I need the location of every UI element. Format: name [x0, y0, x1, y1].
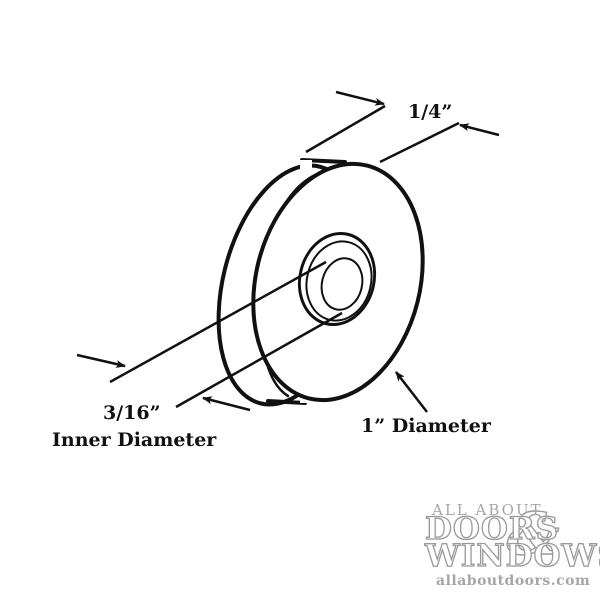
- svg-text:DOORS: DOORS: [425, 511, 559, 547]
- outer-diameter-label: 1” Diameter: [361, 415, 492, 437]
- svg-text:allaboutdoors.com: allaboutdoors.com: [436, 573, 590, 589]
- width-extension-line-right: [379, 121, 460, 164]
- roller-hub-outer: [297, 231, 377, 327]
- inner-diameter-caption: Inner Diameter: [52, 429, 217, 451]
- width-extension-line-left: [305, 104, 386, 154]
- inner-extension-line-upper: [109, 260, 327, 384]
- roller-bottom-edge: [266, 399, 307, 405]
- width-arrow-right: [459, 123, 500, 137]
- inner-extension-line-lower: [175, 311, 343, 409]
- svg-text:WINDOWS: WINDOWS: [424, 538, 600, 574]
- roller-bore: [320, 257, 364, 311]
- roller-front-face: [251, 161, 425, 403]
- inner-arrow-lower: [202, 396, 251, 412]
- width-dimension: [305, 90, 500, 164]
- width-label: 1/4”: [408, 101, 452, 123]
- svg-text:&: &: [507, 500, 559, 568]
- width-arrow-left: [335, 90, 385, 106]
- roller-wheel: [216, 158, 425, 407]
- svg-text:ALL ABOUT: ALL ABOUT: [431, 501, 543, 519]
- inner-diameter-dimension: [76, 260, 343, 412]
- outer-diameter-arrow: [395, 371, 428, 413]
- inner-arrow-upper: [76, 353, 126, 368]
- brand-watermark-logo: & ALL ABOUT DOORS WINDOWS allaboutdoors.…: [423, 499, 600, 589]
- inner-diameter-value: 3/16”: [103, 402, 161, 424]
